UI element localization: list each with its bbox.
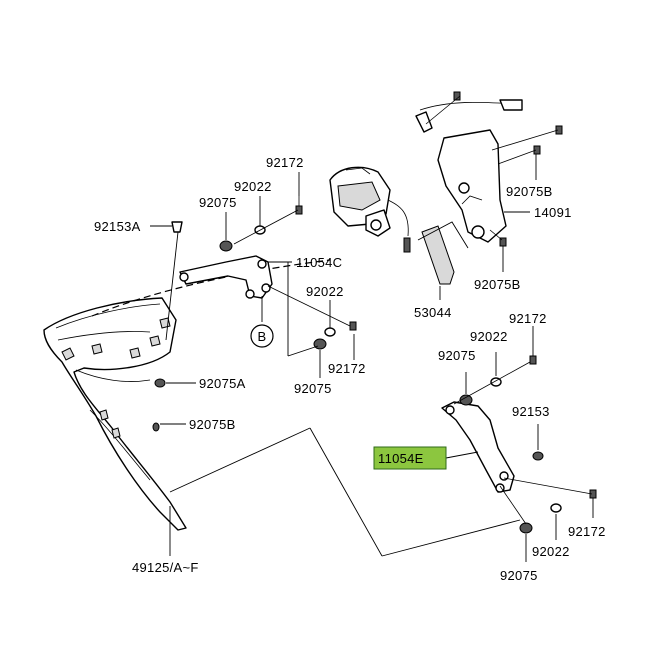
label-92172-d: 92172: [568, 524, 606, 539]
label-92075A: 92075A: [199, 376, 246, 391]
stay-11054E: [441, 401, 515, 493]
upper-fairing-49125: [43, 297, 187, 531]
label-92075B-top: 92075B: [506, 184, 553, 199]
label-49125: 49125/A~F: [132, 560, 199, 575]
fasteners: [171, 91, 597, 534]
label-92022-c: 92022: [470, 329, 508, 344]
stay-11054C: [179, 255, 273, 299]
highlight-box-11054E: [373, 446, 447, 470]
label-11054C: 11054C: [296, 255, 342, 270]
label-92022-b: 92022: [306, 284, 344, 299]
label-11054E: 11054E: [378, 451, 424, 466]
callout-b-label: B: [258, 329, 267, 344]
leader-lines: [150, 95, 594, 562]
label-92075-c: 92075: [438, 348, 476, 363]
label-92075B-mid: 92075B: [474, 277, 521, 292]
label-92075-a: 92075: [199, 195, 237, 210]
label-92022-a: 92022: [234, 179, 272, 194]
label-14091: 14091: [534, 205, 572, 220]
label-92153A: 92153A: [94, 219, 141, 234]
label-92153: 92153: [512, 404, 550, 419]
meter-assembly: [329, 166, 411, 253]
label-92075B-left: 92075B: [189, 417, 236, 432]
label-53044: 53044: [414, 305, 452, 320]
part-labels: 92172 92022 92075 92153A 11054C 92022 92…: [94, 155, 606, 583]
callout-b: B: [250, 324, 274, 348]
fairing-edge-dashed: [91, 259, 331, 317]
stay-14091: [415, 99, 523, 243]
label-92022-d: 92022: [532, 544, 570, 559]
label-92172-b: 92172: [328, 361, 366, 376]
label-92172-c: 92172: [509, 311, 547, 326]
label-92075-b: 92075: [294, 381, 332, 396]
label-92172-a: 92172: [266, 155, 304, 170]
duct-53044: [421, 225, 455, 285]
label-92075-d: 92075: [500, 568, 538, 583]
